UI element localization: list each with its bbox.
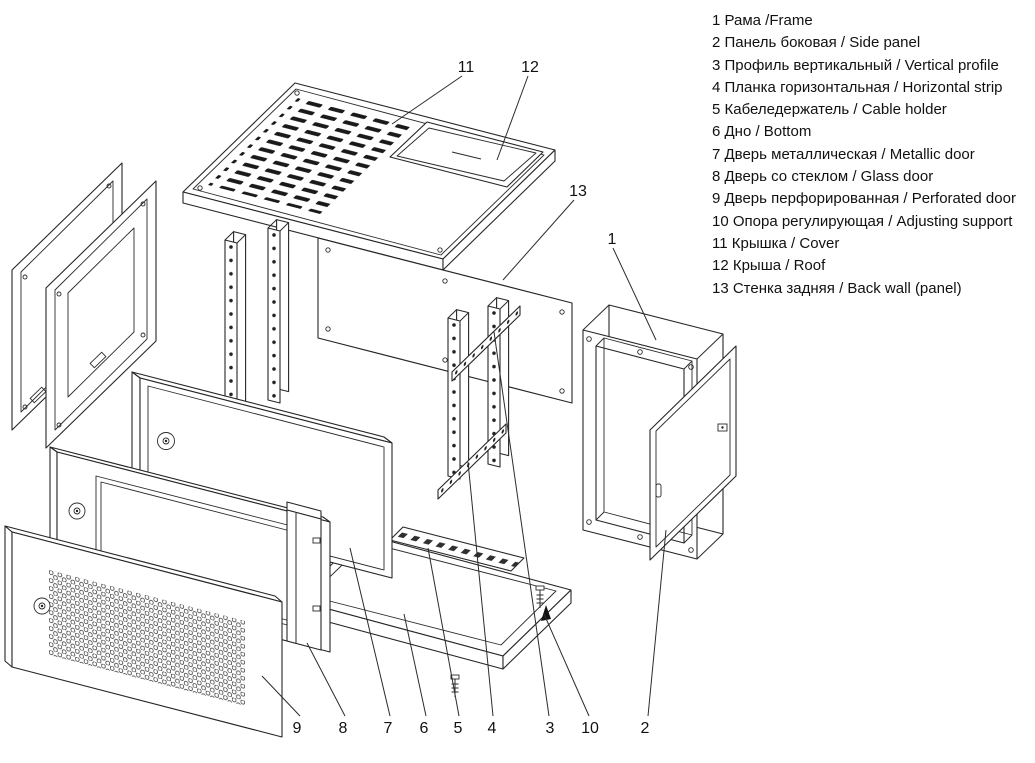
side-panel-left-inner (45, 180, 157, 449)
legend-item-6: 6 Дно / Bottom (712, 123, 812, 141)
side-panel-latch (655, 483, 662, 498)
roof-part (182, 82, 556, 271)
callout-12: 12 (521, 59, 539, 76)
roof-inner-line (192, 88, 545, 256)
legend-item-9: 9 Дверь перфорированная / Perforated doo… (712, 190, 1016, 208)
callout-13: 13 (569, 183, 587, 200)
side-panel-slot (29, 386, 47, 404)
glass-door-edge-strip (286, 501, 322, 651)
vertical-profile-b (267, 219, 290, 404)
vertical-profile-a (224, 231, 247, 416)
strip-holes (452, 306, 520, 381)
adjusting-support-right (535, 585, 551, 621)
direction-arrow (541, 605, 551, 621)
perforation-grid (49, 570, 245, 706)
side-panel-window (67, 227, 135, 398)
callout-1: 1 (608, 231, 617, 248)
side-panel-slot (89, 351, 107, 369)
cover-part (389, 121, 544, 188)
door-lock (157, 432, 175, 450)
horizontal-strip-upper (451, 305, 521, 382)
frame-screw-holes (586, 336, 694, 553)
legend-item-4: 4 Планка горизонтальная / Horizontal str… (712, 78, 1003, 96)
back-wall-screw-holes (325, 247, 565, 394)
legend-item-13: 13 Стенка задняя / Back wall (panel) (712, 279, 962, 297)
side-panel-right (649, 345, 737, 561)
callout-4: 4 (488, 720, 497, 737)
legend-item-7: 7 Дверь металлическая / Metallic door (712, 145, 975, 163)
cover-inner-line (396, 127, 537, 182)
callout-7: 7 (384, 720, 393, 737)
door-inner-line (147, 385, 385, 571)
roof-vent-grid (208, 98, 410, 214)
parts-legend: 1 Рама /Frame 2 Панель боковая / Side pa… (712, 10, 1016, 300)
cable-holder-part (389, 526, 525, 572)
profile-holes (488, 306, 500, 467)
screw-head (535, 585, 545, 591)
legend-item-10: 10 Опора регулирующая / Adjusting suppor… (712, 212, 1013, 230)
vertical-profile-c (447, 309, 470, 480)
door-left-edge (4, 525, 13, 668)
side-panel-face (45, 180, 157, 449)
leader-lines (261, 75, 667, 717)
side-panel-lock (717, 423, 728, 432)
legend-item-8: 8 Дверь со стеклом / Glass door (712, 168, 934, 186)
strip-holes (438, 424, 506, 499)
side-panel-lock-dot (721, 426, 724, 429)
cover-plate (389, 121, 544, 188)
door-lock (68, 502, 86, 520)
callout-8: 8 (339, 720, 348, 737)
legend-item-5: 5 Кабеледержатель / Cable holder (712, 101, 947, 119)
legend-item-12: 12 Крыша / Roof (712, 257, 826, 275)
legend-item-3: 3 Профиль вертикальный / Vertical profil… (712, 56, 999, 74)
cable-holder-holes (390, 527, 524, 571)
callout-3: 3 (546, 720, 555, 737)
cover-slot (451, 151, 482, 160)
callout-6: 6 (420, 720, 429, 737)
profile-holes (448, 318, 460, 479)
callout-2: 2 (641, 720, 650, 737)
side-panel-inner-line (54, 198, 148, 431)
legend-item-2: 2 Панель боковая / Side panel (712, 34, 921, 52)
side-panel-face (649, 345, 737, 561)
legend-item-1: 1 Рама /Frame (712, 12, 813, 29)
callout-numbers: 11 12 13 1 9 8 7 6 5 4 3 10 2 (293, 59, 650, 737)
perforated-door-part (4, 525, 283, 738)
profile-holes (268, 228, 280, 403)
hinge (312, 605, 321, 612)
side-panel-screw-holes (56, 201, 146, 428)
side-panel-inner-line (655, 358, 731, 548)
callout-5: 5 (454, 720, 463, 737)
callout-10: 10 (581, 720, 599, 737)
callout-9: 9 (293, 720, 302, 737)
callout-11: 11 (458, 59, 475, 76)
frame-opening-depth (603, 337, 693, 536)
profile-holes (225, 240, 237, 415)
door-lock (33, 597, 51, 615)
horizontal-strip-lower (437, 423, 507, 500)
roof-right-edge (442, 149, 556, 271)
hinge (312, 537, 321, 544)
legend-item-11: 11 Крышка / Cover (712, 234, 840, 252)
